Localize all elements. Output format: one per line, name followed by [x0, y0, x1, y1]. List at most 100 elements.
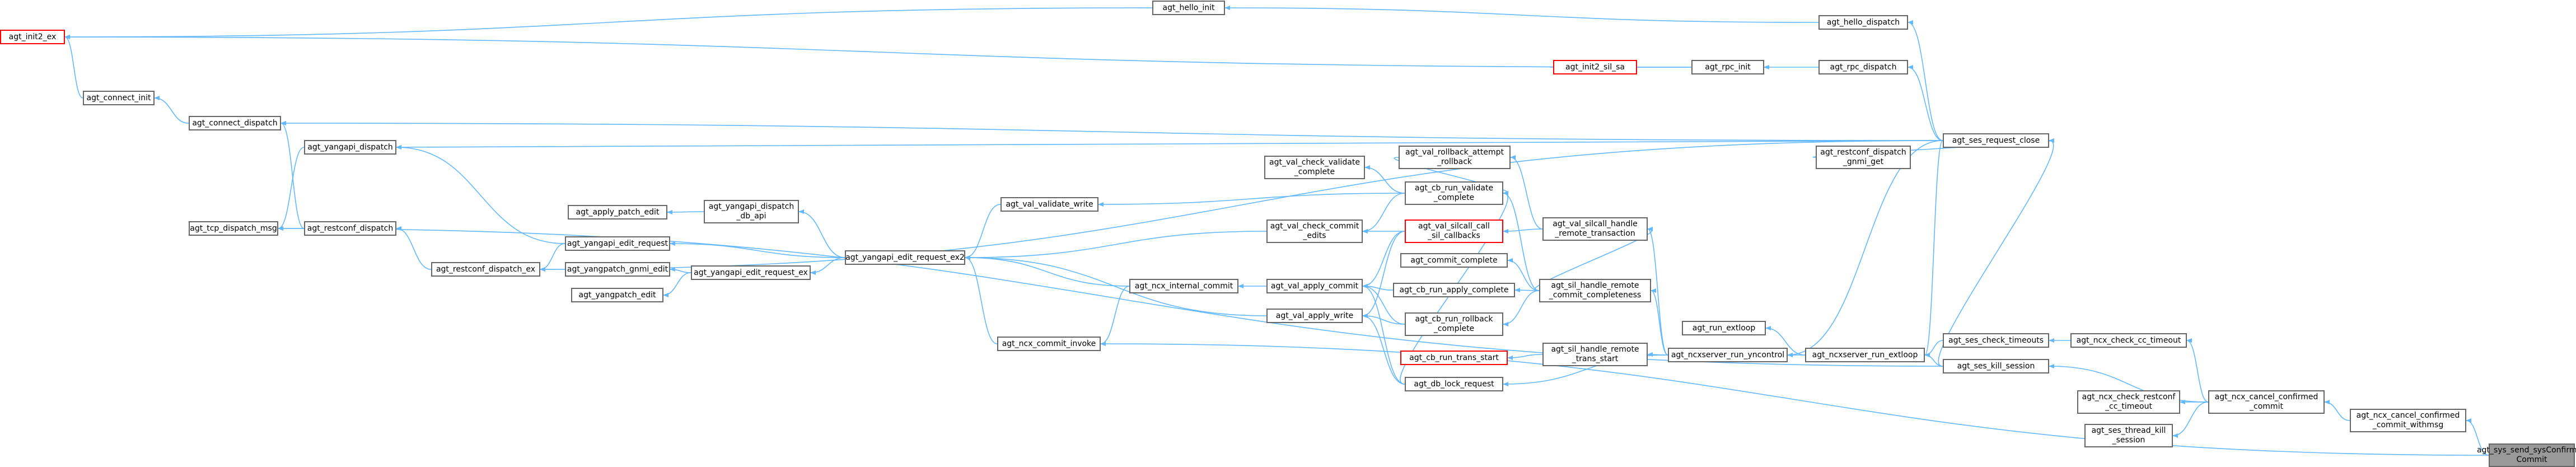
graph-edge-70 [2049, 364, 2209, 403]
graph-edge-20 [1100, 286, 1130, 346]
graph-node-val-silcall-call-sil-callbacks[interactable]: agt_val_silcall_call _sil_callbacks [1405, 220, 1503, 243]
graph-node-commit-complete[interactable]: agt_commit_complete [1400, 253, 1508, 268]
graph-edge-31 [1362, 284, 1405, 325]
graph-node-val-rollback-attempt-rollback[interactable]: agt_val_rollback_attempt _rollback [1399, 146, 1511, 169]
graph-node-yangapi-edit-request[interactable]: agt_yangapi_edit_request [565, 236, 670, 251]
graph-node-val-check-commit-edits[interactable]: agt_val_check_commit _edits [1266, 220, 1363, 243]
graph-edge-64 [1938, 138, 2055, 367]
graph-edge-22 [965, 255, 1267, 316]
graph-node-sil-handle-remote-commit-completeness[interactable]: agt_sil_handle_remote _commit_completene… [1539, 279, 1651, 302]
graph-edge-21 [965, 231, 1267, 260]
graph-node-tcp-dispatch-msg[interactable]: agt_tcp_dispatch_msg [189, 221, 278, 236]
graph-edge-63 [1924, 353, 1943, 367]
graph-edge-34 [1362, 284, 1405, 385]
graph-edge-0 [64, 7, 1153, 39]
graph-node-run-extloop[interactable]: agt_run_extloop [1682, 321, 1766, 335]
graph-edge-14 [670, 241, 845, 258]
graph-node-ncx-internal-commit[interactable]: agt_ncx_internal_commit [1129, 279, 1238, 293]
graph-edge-13 [663, 272, 691, 297]
graph-node-ses-request-close[interactable]: agt_ses_request_close [1943, 133, 2049, 148]
graph-edge-7 [396, 226, 432, 270]
graph-edge-38 [1503, 228, 1543, 233]
graph-edge-6 [280, 121, 305, 229]
graph-node-restconf-dispatch[interactable]: agt_restconf_dispatch [304, 221, 396, 236]
graph-node-ncxserver-run-yncontrol[interactable]: agt_ncxserver_run_yncontrol [1668, 348, 1788, 362]
graph-node-yangapi-dispatch[interactable]: agt_yangapi_dispatch [304, 140, 396, 155]
graph-node-ses-kill-session[interactable]: agt_ses_kill_session [1943, 359, 2049, 373]
graph-edge-65 [278, 226, 1943, 367]
graph-node-db-lock-request[interactable]: agt_db_lock_request [1405, 377, 1503, 391]
graph-node-rpc-dispatch[interactable]: agt_rpc_dispatch [1818, 60, 1908, 74]
graph-edge-28 [1362, 231, 1405, 288]
graph-node-ncx-cancel-confirmed-commit-withmsg[interactable]: agt_ncx_cancel_confirmed _commit_withmsg [2350, 409, 2466, 432]
graph-edge-40 [1507, 258, 1540, 291]
graph-node-ncx-check-restconf-cc-timeout[interactable]: agt_ncx_check_restconf _cc_timeout [2077, 390, 2180, 414]
graph-edge-18 [965, 255, 1130, 287]
graph-node-restconf-dispatch-ex[interactable]: agt_restconf_dispatch_ex [431, 262, 540, 277]
graph-edge-25 [1098, 193, 1405, 207]
graph-edge-47 [1651, 288, 1668, 356]
graph-edge-39 [1534, 227, 1653, 291]
graph-edge-29 [1362, 231, 1405, 318]
graph-edge-3 [154, 96, 189, 124]
graph-edge-72 [2466, 418, 2489, 456]
graph-node-hello-init[interactable]: agt_hello_init [1152, 1, 1225, 15]
graph-edge-2 [64, 35, 1692, 68]
graph-node-yangpatch-gnmi-edit[interactable]: agt_yangpatch_gnmi_edit [565, 262, 670, 277]
graph-edge-37 [1510, 155, 1543, 230]
graph-node-init2-ex[interactable]: agt_init2_ex [0, 30, 65, 44]
graph-edge-52 [1908, 20, 1943, 141]
graph-node-connect-dispatch[interactable]: agt_connect_dispatch [189, 116, 281, 130]
graph-edge-71 [2324, 400, 2350, 421]
graph-node-val-apply-commit[interactable]: agt_val_apply_commit [1266, 279, 1363, 293]
graph-node-ncx-cancel-confirmed-commit[interactable]: agt_ncx_cancel_confirmed _commit [2208, 390, 2325, 414]
graph-node-apply-patch-edit[interactable]: agt_apply_patch_edit [568, 205, 667, 220]
graph-edge-60 [1765, 326, 1806, 356]
graph-node-init2-sil-sa[interactable]: agt_init2_sil_sa [1553, 60, 1637, 74]
graph-node-val-check-validate-complete[interactable]: agt_val_check_validate _complete [1264, 156, 1365, 179]
graph-edge-43 [1503, 191, 1540, 291]
graph-edge-19 [965, 255, 998, 344]
graph-edge-67 [2186, 338, 2209, 403]
graph-edge-33 [1362, 314, 1405, 385]
graph-edge-53 [1908, 65, 1943, 141]
graph-node-sil-handle-remote-trans-start[interactable]: agt_sil_handle_remote _trans_start [1542, 343, 1648, 366]
graph-edge-12 [670, 267, 691, 273]
graph-edge-42 [1503, 290, 1540, 326]
graph-edge-56 [540, 140, 1943, 272]
graph-edge-48 [1647, 227, 1668, 356]
graph-edge-17 [965, 204, 1001, 260]
graph-node-sys-send-sysConfirmedCommit[interactable]: agt_sys_send_sysConfirmed Commit [2477, 443, 2576, 467]
graph-node-val-validate-write[interactable]: agt_val_validate_write [1001, 197, 1098, 212]
graph-node-ncx-commit-invoke[interactable]: agt_ncx_commit_invoke [997, 337, 1101, 351]
graph-edge-1 [64, 35, 83, 99]
graph-node-cb-run-apply-complete[interactable]: agt_cb_run_apply_complete [1393, 283, 1515, 297]
graph-edge-51 [1224, 6, 1819, 23]
graph-node-yangapi-edit-request-ex2[interactable]: agt_yangapi_edit_request_ex2 [845, 250, 965, 265]
graph-node-rpc-init[interactable]: agt_rpc_init [1691, 60, 1764, 74]
graph-node-val-silcall-handle-remote-transaction[interactable]: agt_val_silcall_handle _remote_transacti… [1542, 217, 1648, 241]
graph-node-yangapi-dispatch-db-api[interactable]: agt_yangapi_dispatch _db_api [704, 200, 799, 223]
graph-node-connect-init[interactable]: agt_connect_init [83, 91, 155, 105]
graph-node-hello-dispatch[interactable]: agt_hello_dispatch [1818, 15, 1908, 30]
graph-edge-69 [2172, 401, 2209, 438]
graph-node-yangpatch-edit[interactable]: agt_yangpatch_edit [571, 288, 663, 302]
graph-node-cb-run-validate-complete[interactable]: agt_cb_run_validate _complete [1405, 181, 1503, 205]
graph-edge-73 [1100, 342, 2489, 456]
graph-edge-15 [798, 209, 845, 258]
graph-node-val-apply-write[interactable]: agt_val_apply_write [1266, 309, 1363, 323]
graph-node-yangapi-edit-request-ex[interactable]: agt_yangapi_edit_request_ex [691, 265, 811, 280]
graph-edge-58 [1924, 140, 1943, 357]
graph-edge-46 [1647, 352, 1668, 357]
graph-edge-26 [1362, 193, 1405, 233]
graph-node-restconf-dispatch-gnmi-get[interactable]: agt_restconf_dispatch _gnmi_get [1816, 146, 1911, 169]
graph-node-ncxserver-run-extloop[interactable]: agt_ncxserver_run_extloop [1805, 348, 1925, 362]
graph-node-ses-thread-kill-session[interactable]: agt_ses_thread_kill _session [2084, 424, 2173, 447]
graph-node-cb-run-trans-start[interactable]: agt_cb_run_trans_start [1400, 351, 1508, 365]
graph-edge-4 [278, 147, 305, 231]
graph-node-ses-check-timeouts[interactable]: agt_ses_check_timeouts [1943, 333, 2049, 348]
graph-edge-44 [1507, 354, 1543, 360]
graph-node-ncx-check-cc-timeout[interactable]: agt_ncx_check_cc_timeout [2070, 333, 2187, 348]
graph-node-cb-run-rollback-complete[interactable]: agt_cb_run_rollback _complete [1405, 312, 1503, 336]
